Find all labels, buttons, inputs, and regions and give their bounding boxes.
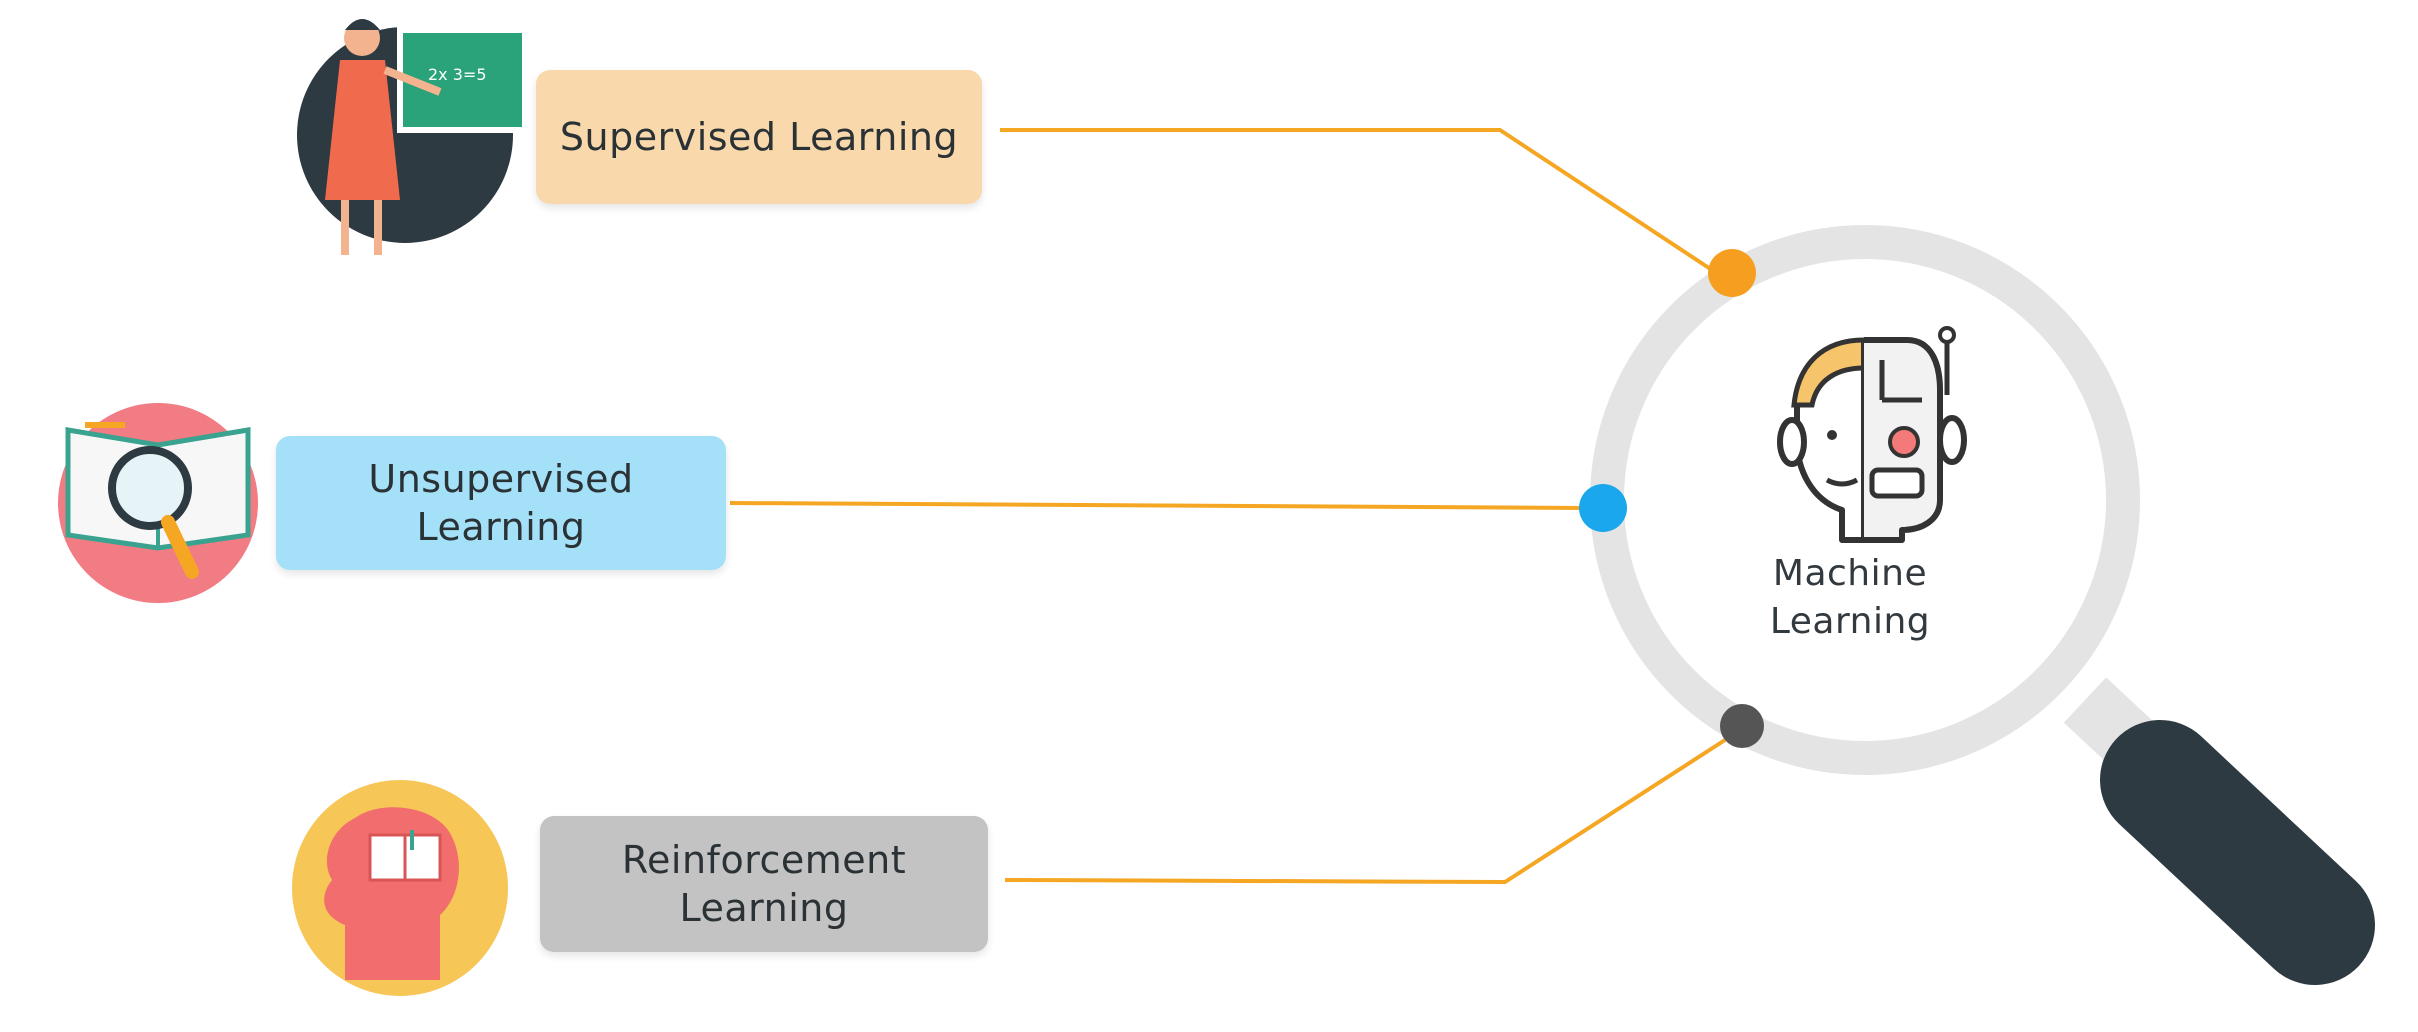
unsupervised-learning-box: Unsupervised Learning (276, 436, 726, 570)
reinforcement-learning-box: Reinforcement Learning (540, 816, 988, 952)
magnifier-handle (2063, 677, 2375, 985)
svg-text:2x 3=5: 2x 3=5 (428, 65, 487, 84)
unsupervised-label-line1: Unsupervised (368, 457, 634, 501)
reinforcement-label-line1: Reinforcement (621, 838, 907, 882)
machine-learning-label: Machine Learning (1680, 550, 2020, 646)
connector-reinforcement (1004, 738, 1727, 885)
supervised-label-line1: Supervised Learning (559, 115, 959, 159)
teacher-at-chalkboard-icon: 2x 3=5 (297, 19, 528, 255)
dot-unsupervised (1579, 484, 1627, 532)
supervised-learning-box: Supervised Learning (536, 70, 982, 204)
center-title-line2: Learning (1769, 601, 1931, 642)
head-with-book-icon (292, 780, 508, 996)
human-robot-head-icon (1777, 326, 1967, 543)
connector-supervised (1000, 128, 1717, 274)
dot-reinforcement (1720, 704, 1764, 748)
reinforcement-label-line2: Learning (679, 886, 849, 930)
unsupervised-label-line2: Learning (416, 505, 586, 549)
center-title-line1: Machine (1772, 553, 1928, 594)
dot-supervised (1708, 249, 1756, 297)
book-with-magnifier-icon (58, 403, 258, 603)
connector-unsupervised (729, 501, 1586, 510)
